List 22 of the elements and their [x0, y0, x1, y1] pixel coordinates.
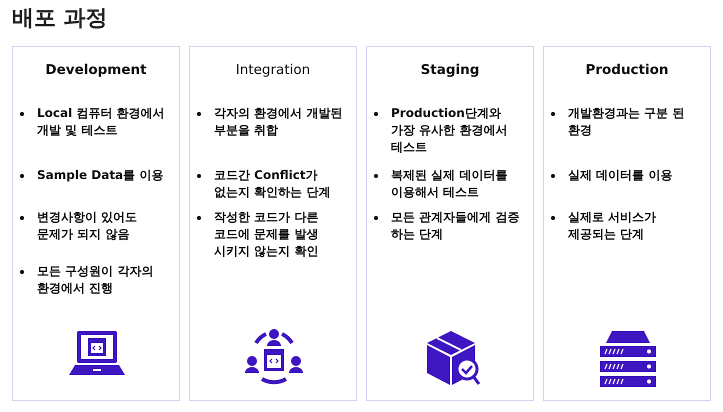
- bullet-text: 변경사항이 있어도 문제가 되지 않음: [37, 210, 138, 241]
- bullet-text: 실제 데이터를 이용: [568, 168, 672, 182]
- bullet-text: 실제로 서비스가 제공되는 단계: [568, 210, 656, 241]
- bullet-text: Local 컴퓨터 환경에서 개발 및 테스트: [37, 106, 165, 137]
- stage-panel: [366, 46, 534, 401]
- stage-heading: Development: [45, 62, 147, 78]
- bullet-text: Sample Data를 이용: [37, 168, 164, 182]
- stage-heading: Staging: [420, 62, 480, 78]
- bullet-text: Production단계와 가장 유사한 환경에서 테스트: [391, 106, 508, 154]
- bullet-text: 모든 구성원이 각자의 환경에서 진행: [37, 264, 154, 295]
- bullet-text: 모든 관계자들에게 검증 하는 단계: [391, 210, 520, 241]
- bullet-text: 코드간 Conflict가 없는지 확인하는 단계: [214, 168, 330, 199]
- bullet-text: 각자의 환경에서 개발된 부분을 취합: [214, 106, 342, 137]
- stage-heading: Production: [585, 62, 669, 78]
- bullet-text: 복제된 실제 데이터를 이용해서 테스트: [391, 168, 508, 199]
- stage-panel: [189, 46, 357, 401]
- title: 배포 과정: [12, 5, 108, 33]
- bullet-text: 개발환경과는 구분 된 환경: [568, 106, 684, 137]
- stage-panel: [12, 46, 180, 401]
- stage-heading: Integration: [236, 62, 310, 78]
- bullet-text: 작성한 코드가 다른 코드에 문제를 발생 시키지 않는지 확인: [214, 210, 318, 258]
- stage-panel: [543, 46, 711, 401]
